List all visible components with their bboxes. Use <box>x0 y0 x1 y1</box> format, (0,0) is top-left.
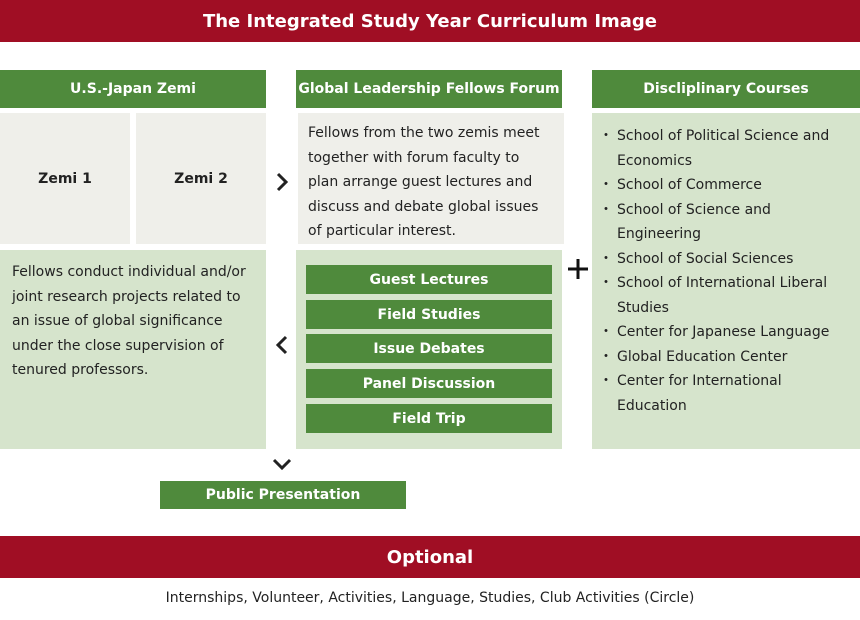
optional-heading: Optional <box>0 536 860 578</box>
page-title: The Integrated Study Year Curriculum Ima… <box>0 0 860 42</box>
forum-description-box: Fellows from the two zemis meet together… <box>298 113 564 244</box>
zemi-description: Fellows conduct individual and/or joint … <box>12 264 246 378</box>
activity-field-trip: Field Trip <box>306 404 552 433</box>
plus-icon <box>568 259 588 279</box>
chevron-right-icon <box>276 172 289 192</box>
chevron-down-icon <box>272 458 292 471</box>
activity-field-studies: Field Studies <box>306 300 552 329</box>
activity-panel-discussion: Panel Discussion <box>306 369 552 398</box>
zemi-heading: U.S.-Japan Zemi <box>0 70 266 108</box>
zemi-description-box: Fellows conduct individual and/or joint … <box>0 250 266 449</box>
zemi-2-label: Zemi 2 <box>174 170 228 187</box>
courses-box: School of Political Science and Economic… <box>592 113 860 449</box>
forum-heading: Global Leadership Fellows Forum <box>296 70 562 108</box>
zemi-2-box: Zemi 2 <box>136 113 266 244</box>
course-item: School of International Liberal Studies <box>599 271 850 320</box>
optional-description: Internships, Volunteer, Activities, Lang… <box>165 590 695 606</box>
course-item: School of Political Science and Economic… <box>599 124 850 173</box>
forum-description: Fellows from the two zemis meet together… <box>308 125 540 239</box>
course-item: School of Social Sciences <box>599 247 850 272</box>
course-item: School of Science and Engineering <box>599 198 850 247</box>
courses-list: School of Political Science and Economic… <box>599 124 850 418</box>
activity-issue-debates: Issue Debates <box>306 334 552 363</box>
course-item: Center for Japanese Language <box>599 320 850 345</box>
activity-guest-lectures: Guest Lectures <box>306 265 552 294</box>
zemi-1-box: Zemi 1 <box>0 113 130 244</box>
zemi-1-label: Zemi 1 <box>38 170 92 187</box>
course-item: Global Education Center <box>599 345 850 370</box>
courses-heading: Discliplinary Courses <box>592 70 860 108</box>
chevron-left-icon <box>275 335 288 355</box>
course-item: Center for International Education <box>599 369 850 418</box>
public-presentation: Public Presentation <box>160 481 406 509</box>
course-item: School of Commerce <box>599 173 850 198</box>
